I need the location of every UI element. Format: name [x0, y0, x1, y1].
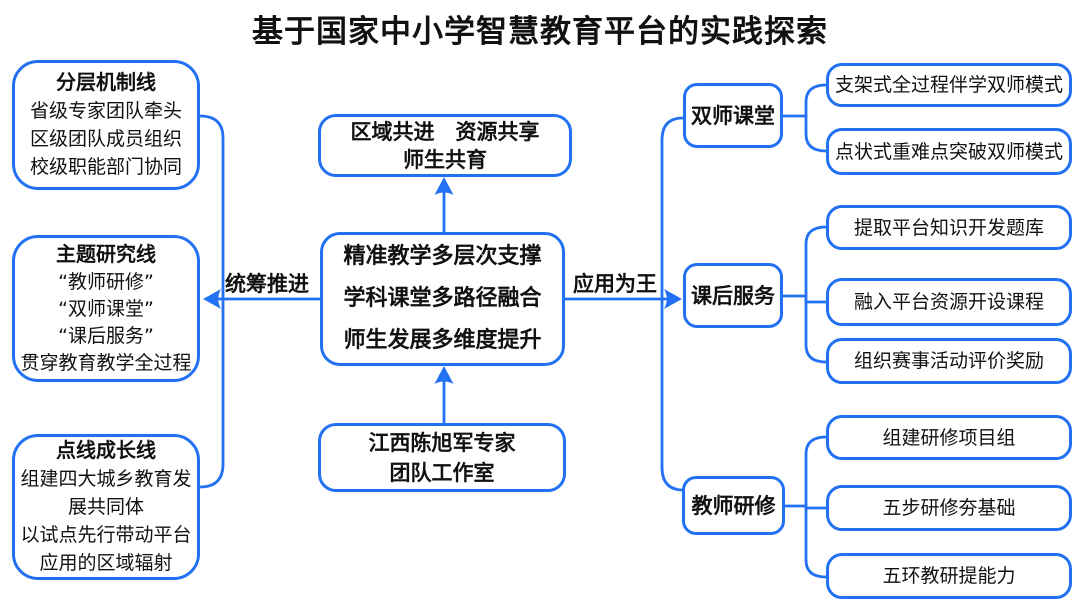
node-line: 组织赛事活动评价奖励 — [853, 350, 1044, 372]
arrowhead-up-top — [434, 177, 454, 195]
node-category-dual-teacher-class: 双师课堂 — [683, 83, 783, 148]
node-line: 团队工作室 — [389, 460, 495, 485]
node-mechanism-line: 分层机制线 省级专家团队牵头 区级团队成员组织 校级职能部门协同 — [12, 60, 200, 190]
node-category-teacher-training: 教师研修 — [682, 476, 785, 535]
node-child-five-ring-research: 五环教研提能力 — [826, 553, 1072, 599]
node-child-point-mode: 点状式重难点突破双师模式 — [826, 128, 1072, 175]
node-line: 教师研修 — [691, 493, 776, 518]
node-child-five-step-training: 五步研修夯基础 — [826, 485, 1072, 531]
node-line: 组建四大城乡教育发展共同体 — [20, 468, 192, 518]
connector-right-trunk — [660, 116, 685, 492]
node-line: 以试点先行带动平台应用的区域辐射 — [20, 524, 192, 574]
node-line: 课后服务 — [691, 283, 775, 308]
node-theme-research-line: 主题研究线 “教师研修” “双师课堂” “课后服务” 贯穿教育教学全过程 — [12, 235, 200, 382]
node-line: “课后服务” — [58, 324, 154, 347]
node-title: 分层机制线 — [56, 70, 156, 94]
node-line: 五步研修夯基础 — [882, 497, 1016, 519]
edge-label-right: 应用为王 — [573, 272, 657, 296]
node-line: 江西陈旭军专家 — [368, 430, 516, 455]
connector-group1-bracket — [804, 83, 828, 153]
node-line: 师生发展多维度提升 — [343, 328, 542, 353]
node-line: 学科课堂多路径融合 — [343, 286, 542, 311]
arrowhead-up-bottom — [434, 366, 454, 384]
node-child-scaffold-mode: 支架式全过程伴学双师模式 — [826, 63, 1072, 107]
node-point-line-growth-line: 点线成长线 组建四大城乡教育发展共同体 以试点先行带动平台应用的区域辐射 — [12, 434, 200, 580]
node-line: “教师研修” — [58, 270, 154, 293]
node-shared-goals: 区域共进 资源共享 师生共育 — [318, 114, 572, 177]
node-child-contest-rewards: 组织赛事活动评价奖励 — [826, 338, 1072, 384]
node-child-platform-courses: 融入平台资源开设课程 — [826, 278, 1072, 326]
node-line: 点状式重难点突破双师模式 — [834, 140, 1063, 163]
node-line: 省级专家团队牵头 — [29, 100, 182, 122]
arrowhead-left — [203, 289, 221, 309]
node-line: 五环教研提能力 — [882, 565, 1016, 587]
arrowhead-right — [664, 289, 682, 309]
node-child-question-bank: 提取平台知识开发题库 — [826, 205, 1072, 250]
node-line: 校级职能部门协同 — [29, 156, 182, 178]
node-line: 区域共进 资源共享 — [350, 119, 540, 144]
node-line: 区级团队成员组织 — [29, 128, 182, 150]
node-line: 师生共育 — [403, 147, 487, 172]
node-line: 提取平台知识开发题库 — [853, 216, 1044, 239]
node-line: 双师课堂 — [691, 103, 775, 128]
node-category-after-school-service: 课后服务 — [683, 263, 783, 328]
edge-label-left: 统筹推进 — [225, 272, 309, 296]
node-title: 主题研究线 — [56, 241, 156, 266]
node-line: 支架式全过程伴学双师模式 — [834, 74, 1063, 96]
node-line: 贯穿教育教学全过程 — [20, 351, 192, 374]
node-child-project-group: 组建研修项目组 — [826, 415, 1072, 460]
node-line: 组建研修项目组 — [882, 426, 1016, 449]
connector-left-trunk — [198, 114, 225, 489]
node-line: 融入平台资源开设课程 — [853, 291, 1044, 313]
diagram-title: 基于国家中小学智慧教育平台的实践探索 — [252, 14, 828, 50]
node-core-strategy: 精准教学多层次支撑 学科课堂多路径融合 师生发展多维度提升 — [320, 232, 565, 366]
connector-group2-bracket — [804, 225, 828, 364]
node-title: 点线成长线 — [56, 438, 156, 462]
node-line: 精准教学多层次支撑 — [343, 244, 542, 269]
node-expert-studio: 江西陈旭军专家 团队工作室 — [318, 423, 566, 492]
node-line: “双师课堂” — [58, 297, 154, 320]
